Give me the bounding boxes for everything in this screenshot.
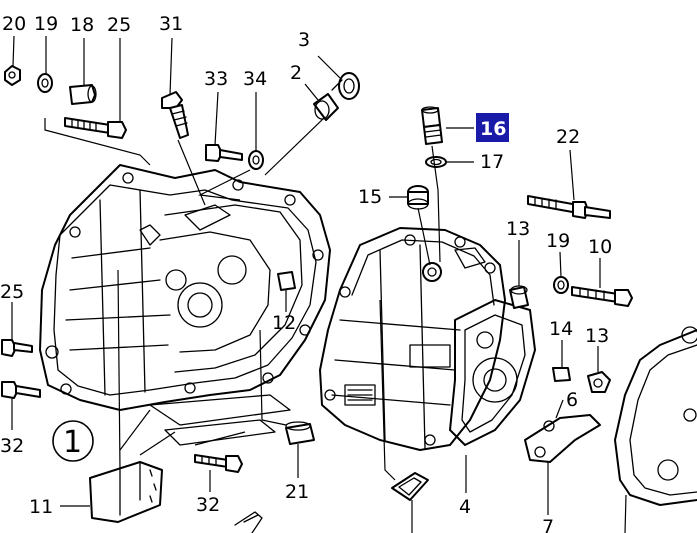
part-25-bolt-left <box>1 339 33 357</box>
part-19-washer <box>37 73 53 93</box>
part-22-stud <box>527 195 611 219</box>
label-32-bottom: 32 <box>196 494 220 516</box>
part-3-seal <box>331 72 360 100</box>
part-13-nut <box>587 371 611 393</box>
part-16-sensor <box>421 106 443 145</box>
label-4: 4 <box>459 496 471 518</box>
label-2: 2 <box>290 62 302 84</box>
part-33-bolt <box>205 144 243 162</box>
part-25-bolt <box>64 117 127 139</box>
part-34-washer <box>248 150 264 170</box>
part-4-gasket <box>391 472 429 501</box>
part-17-o-ring <box>425 156 447 168</box>
end-cover-partial <box>614 326 697 506</box>
part-6-bracket <box>524 414 601 463</box>
part-13-sleeve <box>509 285 529 309</box>
label-17: 17 <box>480 151 504 173</box>
label-6: 6 <box>566 389 578 411</box>
part-14-dowel <box>552 367 571 382</box>
part-20-nut <box>4 65 21 86</box>
label-34: 34 <box>243 68 267 90</box>
part-19-washer-right <box>553 276 569 294</box>
part-21-sleeve <box>285 421 315 445</box>
assembly-number-marker: 1 <box>52 420 94 462</box>
highlight-box-16 <box>476 113 509 142</box>
label-18: 18 <box>70 14 94 36</box>
part-31-plug <box>161 91 189 139</box>
part-15-plug <box>407 185 429 210</box>
part-18-sleeve <box>69 84 97 105</box>
label-31: 31 <box>159 13 183 35</box>
label-10: 10 <box>588 236 612 258</box>
part-7-partial <box>234 511 263 533</box>
part-32-bolt-bottom <box>194 454 243 473</box>
label-25-top: 25 <box>107 14 131 36</box>
label-33: 33 <box>204 68 228 90</box>
part-10-bolt <box>571 286 633 307</box>
assembly-number: 1 <box>63 425 82 460</box>
label-14: 14 <box>549 318 573 340</box>
clutch-housing <box>39 164 331 446</box>
part-labels: 20 19 18 25 31 3 2 33 34 16 17 22 15 13 … <box>0 13 612 533</box>
label-32-left: 32 <box>0 435 24 457</box>
label-19-right: 19 <box>546 230 570 252</box>
part-2-bushing <box>313 93 339 121</box>
label-11: 11 <box>29 496 53 518</box>
label-15: 15 <box>358 186 382 208</box>
gearbox-housing <box>319 227 536 451</box>
part-32-bolt-left <box>1 381 41 399</box>
label-13-upper: 13 <box>506 218 530 240</box>
label-3: 3 <box>298 29 310 51</box>
leader-lines <box>11 35 627 533</box>
label-16: 16 <box>480 118 506 140</box>
part-12-dowel <box>277 271 296 291</box>
label-19-top: 19 <box>34 13 58 35</box>
label-7: 7 <box>542 516 554 533</box>
part-11-cover <box>89 461 163 523</box>
label-21: 21 <box>285 481 309 503</box>
label-22: 22 <box>556 126 580 148</box>
label-12: 12 <box>272 312 296 334</box>
label-20: 20 <box>2 13 26 35</box>
label-13-lower: 13 <box>585 325 609 347</box>
label-25-left: 25 <box>0 281 24 303</box>
